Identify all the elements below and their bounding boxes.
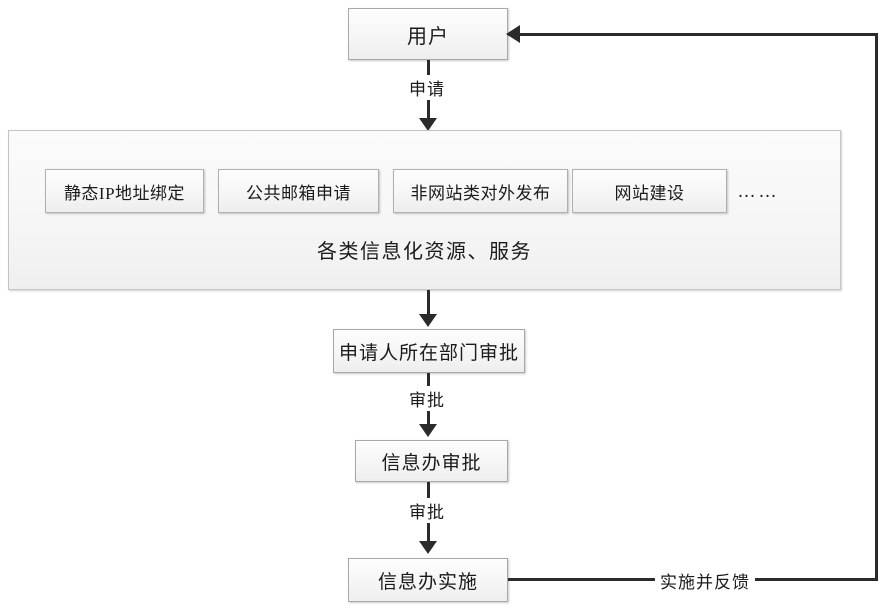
edge-label-feedback: 实施并反馈 (655, 568, 755, 593)
arrow-down-icon (419, 541, 437, 554)
resource-group-caption: 各类信息化资源、服务 (317, 241, 532, 263)
resource-item-website-construction[interactable]: 网站建设 (572, 169, 727, 213)
edge-label-approve-1: 审批 (404, 386, 450, 411)
arrow-down-icon (419, 118, 437, 131)
resource-ellipsis: …… (737, 181, 779, 202)
node-dept-approval[interactable]: 申请人所在部门审批 (333, 329, 525, 373)
edge-label-approve-2: 审批 (404, 498, 450, 523)
node-office-approval-label: 信息办审批 (381, 452, 482, 474)
node-user-label: 用户 (407, 25, 449, 48)
arrow-down-icon (419, 424, 437, 437)
resource-group-container: 静态IP地址绑定 公共邮箱申请 非网站类对外发布 网站建设 …… 各类信息化资源… (8, 130, 841, 290)
resource-item-non-website-publish[interactable]: 非网站类对外发布 (393, 169, 568, 213)
resource-item-label: 公共邮箱申请 (246, 183, 351, 203)
connector-feedback-right (875, 33, 878, 581)
node-office-implementation-label: 信息办实施 (377, 571, 478, 593)
connector-feedback-top (508, 33, 878, 36)
node-dept-approval-label: 申请人所在部门审批 (338, 342, 519, 364)
resource-item-label: 非网站类对外发布 (410, 183, 551, 203)
node-office-approval[interactable]: 信息办审批 (355, 440, 508, 482)
edge-label-apply: 申请 (404, 75, 450, 100)
connector-resources-to-dept (427, 290, 430, 318)
node-user[interactable]: 用户 (348, 8, 508, 60)
resource-item-static-ip[interactable]: 静态IP地址绑定 (45, 169, 204, 213)
resource-item-label: 网站建设 (614, 183, 685, 203)
arrow-down-icon (419, 314, 437, 327)
resource-item-label: 静态IP地址绑定 (63, 183, 186, 203)
resource-item-public-mailbox[interactable]: 公共邮箱申请 (218, 169, 379, 213)
node-office-implementation[interactable]: 信息办实施 (348, 558, 508, 602)
arrow-left-icon (506, 25, 520, 43)
